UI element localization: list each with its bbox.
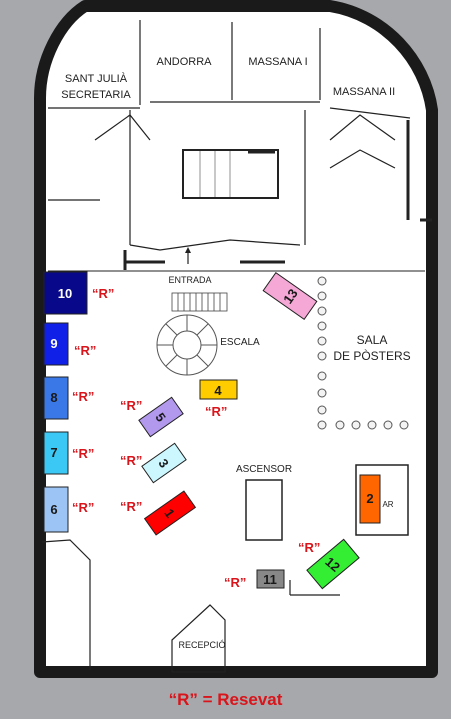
room-label-ascensor: ASCENSOR [236,464,292,475]
booth-2-label: 2 [366,491,373,506]
reserved-mark-3: “R” [120,453,142,468]
booth-10-box [43,271,88,315]
booth-9-label: 9 [50,336,57,351]
reserved-mark-10: “R” [92,286,114,301]
booth-4-box [199,379,238,400]
booth-1[interactable]: 1 [143,490,197,536]
room-label-recepcio: RECEPCIÓ [178,640,225,650]
booth-4-label: 4 [214,383,222,398]
booth-1-box [143,490,197,536]
room-label-massana-2: MASSANA II [333,86,395,98]
room-label-entrada: ENTRADA [168,275,211,285]
room-label-massana-1: MASSANA I [248,56,307,68]
spiral-staircase [156,314,218,376]
booth-10[interactable]: 10 [43,271,88,315]
booth-9[interactable]: 9 [43,322,69,366]
booth-11-label: 11 [263,572,277,587]
booth-8-box [43,376,69,420]
booth-4[interactable]: 4 [199,379,238,400]
booth-5[interactable]: 5 [138,396,184,438]
booth-8[interactable]: 8 [43,376,69,420]
entrance-stairs [171,292,228,312]
room-label-bar: AR [382,500,393,509]
reserved-mark-6: “R” [72,500,94,515]
booth-13[interactable]: 13 [262,271,318,321]
entrance-arrow-icon [185,247,191,264]
room-label-andorra: ANDORRA [156,56,212,68]
building-outline [34,0,438,678]
reserved-mark-11: “R” [224,575,246,590]
reserved-mark-12: “R” [298,540,320,555]
booth-7-label: 7 [50,445,57,460]
room-label-sant-julia: SANT JULIÀ [65,72,128,85]
booth-12-box [306,538,360,590]
booth-2[interactable]: 2 [359,474,381,524]
reserved-mark-7: “R” [72,446,94,461]
booth-3[interactable]: 3 [141,442,187,484]
booth-3-box [141,442,187,484]
booth-7[interactable]: 7 [43,431,69,475]
booth-6-box [43,486,69,533]
booth-9-box [43,322,69,366]
booth-7-box [43,431,69,475]
booth-6-label: 6 [50,502,57,517]
room-label-secretaria: SECRETARIA [61,89,131,101]
room-label-escala: ESCALA [220,337,260,348]
booth-2-box [359,474,381,524]
room-label-de-posters: DE PÒSTERS [333,348,410,363]
poster-panels [317,276,409,430]
room-label-sala: SALA [357,333,388,347]
booth-11-box [256,569,285,589]
reserved-mark-8: “R” [72,389,94,404]
reserved-mark-9: “R” [74,343,96,358]
booth-12[interactable]: 12 [306,538,360,590]
booth-8-label: 8 [50,390,57,405]
booth-13-box [262,271,318,321]
reserved-mark-5: “R” [120,398,142,413]
booth-13-label: 13 [280,286,301,306]
legend-reserved: “R” = Resevat [168,690,283,709]
reserved-mark-1: “R” [120,499,142,514]
booth-5-box [138,396,184,438]
reserved-mark-4: “R” [205,404,227,419]
booth-11[interactable]: 11 [256,569,285,589]
booth-10-label: 10 [58,286,72,301]
booth-6[interactable]: 6 [43,486,69,533]
